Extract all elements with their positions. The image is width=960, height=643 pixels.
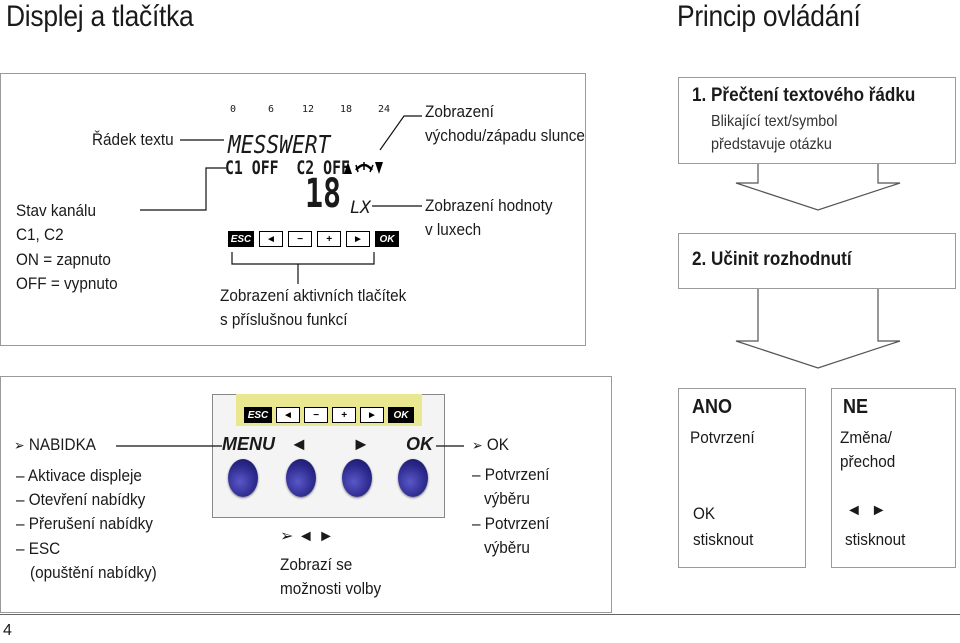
ano-key: OK bbox=[693, 504, 716, 523]
left-button[interactable] bbox=[286, 459, 316, 497]
nabidka-heading: ➢ NABIDKA bbox=[14, 435, 96, 454]
lcd-key-row-bottom: ESC ◄ − + ► OK bbox=[244, 407, 414, 423]
esc-key-2: ESC bbox=[244, 407, 272, 423]
ano-sub: Potvrzení bbox=[690, 428, 755, 447]
select-arrows-icon: ➢ ◄ ► bbox=[280, 528, 334, 545]
ne-sub-1: Změna/ bbox=[840, 428, 892, 447]
menu-item-2: – Otevření nabídky bbox=[16, 490, 146, 509]
plus-key: + bbox=[317, 231, 341, 247]
ne-sub-2: přechod bbox=[840, 452, 896, 471]
ok-item-2: výběru bbox=[484, 489, 530, 508]
minus-key-2: − bbox=[304, 407, 328, 423]
ok-item-3: – Potvrzení bbox=[472, 514, 550, 533]
select-hint-1: Zobrazí se bbox=[280, 555, 353, 574]
left-key-2: ◄ bbox=[276, 407, 300, 423]
lcd-display bbox=[222, 120, 390, 245]
step1-desc-2: představuje otázku bbox=[711, 136, 832, 153]
right-button[interactable] bbox=[342, 459, 372, 497]
scale-tick-6: 6 bbox=[268, 104, 275, 115]
menu-item-1: – Aktivace displeje bbox=[16, 466, 142, 485]
channel-label-2: C1, C2 bbox=[16, 225, 64, 244]
ne-box bbox=[831, 388, 956, 568]
select-hint-2: možnosti volby bbox=[280, 579, 382, 598]
ne-title: NE bbox=[843, 396, 869, 418]
channel-label-1: Stav kanálu bbox=[16, 201, 96, 220]
channel-label-4: OFF = vypnuto bbox=[16, 274, 118, 293]
step2-title: 2. Učinit rozhodnutí bbox=[692, 249, 852, 270]
left-arrow-icon: ◄ bbox=[290, 434, 308, 454]
scale-tick-0: 0 bbox=[230, 104, 237, 115]
keys-label-1: Zobrazení aktivních tlačítek bbox=[220, 286, 407, 305]
ano-action: stisknout bbox=[693, 530, 754, 549]
ok-item-1: – Potvrzení bbox=[472, 465, 550, 484]
step1-desc-1: Blikající text/symbol bbox=[711, 113, 838, 130]
ano-title: ANO bbox=[692, 396, 733, 418]
page-number: 4 bbox=[3, 622, 12, 639]
ok-button-label: OK bbox=[406, 434, 433, 454]
ok-item-4: výběru bbox=[484, 538, 530, 557]
step1-box bbox=[678, 77, 956, 164]
chevron-right-icon-2: ➢ bbox=[472, 437, 483, 453]
right-arrow-icon: ► bbox=[352, 434, 370, 454]
keys-label-2: s příslušnou funkcí bbox=[220, 310, 348, 329]
left-right-arrows-icon: ◄ ► bbox=[846, 502, 887, 519]
left-key: ◄ bbox=[259, 231, 283, 247]
sun-label-1: Zobrazení bbox=[425, 102, 494, 121]
menu-callout-lines bbox=[116, 445, 464, 447]
menu-button[interactable] bbox=[228, 459, 258, 497]
lcd-text-row: MESSWERT bbox=[228, 130, 331, 159]
display-callout-lines bbox=[140, 115, 422, 284]
ok-button[interactable] bbox=[398, 459, 428, 497]
right-key-2: ► bbox=[360, 407, 384, 423]
lcd-channels: C1 OFF C2 OFF bbox=[225, 157, 350, 179]
step2-box bbox=[678, 233, 956, 289]
row-text-label: Řádek textu bbox=[92, 130, 174, 149]
sun-label-2: východu/západu slunce bbox=[425, 126, 585, 145]
right-key: ► bbox=[346, 231, 370, 247]
page-title-right: Princip ovládání bbox=[677, 0, 861, 33]
sun-arrows-icon bbox=[344, 162, 383, 174]
ok-key: OK bbox=[375, 231, 399, 247]
lcd-value: 18 bbox=[305, 171, 342, 217]
scale-tick-12: 12 bbox=[302, 104, 315, 115]
ano-box bbox=[678, 388, 806, 568]
lux-label-1: Zobrazení hodnoty bbox=[425, 196, 553, 215]
scale-tick-18: 18 bbox=[340, 104, 353, 115]
minus-key: − bbox=[288, 231, 312, 247]
plus-key-2: + bbox=[332, 407, 356, 423]
ne-action: stisknout bbox=[845, 530, 906, 549]
menu-item-4: – ESC bbox=[16, 539, 61, 558]
step1-title: 1. Přečtení textového řádku bbox=[692, 85, 916, 106]
ok-right-heading: ➢ OK bbox=[472, 435, 509, 454]
menu-item-5: (opuštění nabídky) bbox=[30, 563, 157, 582]
lux-label-2: v luxech bbox=[425, 220, 482, 239]
lcd-unit: LX bbox=[350, 198, 371, 218]
scale-tick-24: 24 bbox=[378, 104, 391, 115]
lcd-key-row-top: ESC ◄ − + ► OK bbox=[228, 231, 399, 247]
chevron-right-icon: ➢ bbox=[14, 437, 25, 453]
ok-key-2: OK bbox=[388, 407, 414, 423]
page-title-left: Displej a tlačítka bbox=[6, 0, 194, 33]
footer-rule bbox=[0, 614, 960, 615]
channel-label-3: ON = zapnuto bbox=[16, 250, 111, 269]
menu-item-3: – Přerušení nabídky bbox=[16, 514, 153, 533]
menu-button-label: MENU bbox=[222, 434, 275, 454]
esc-key: ESC bbox=[228, 231, 254, 247]
